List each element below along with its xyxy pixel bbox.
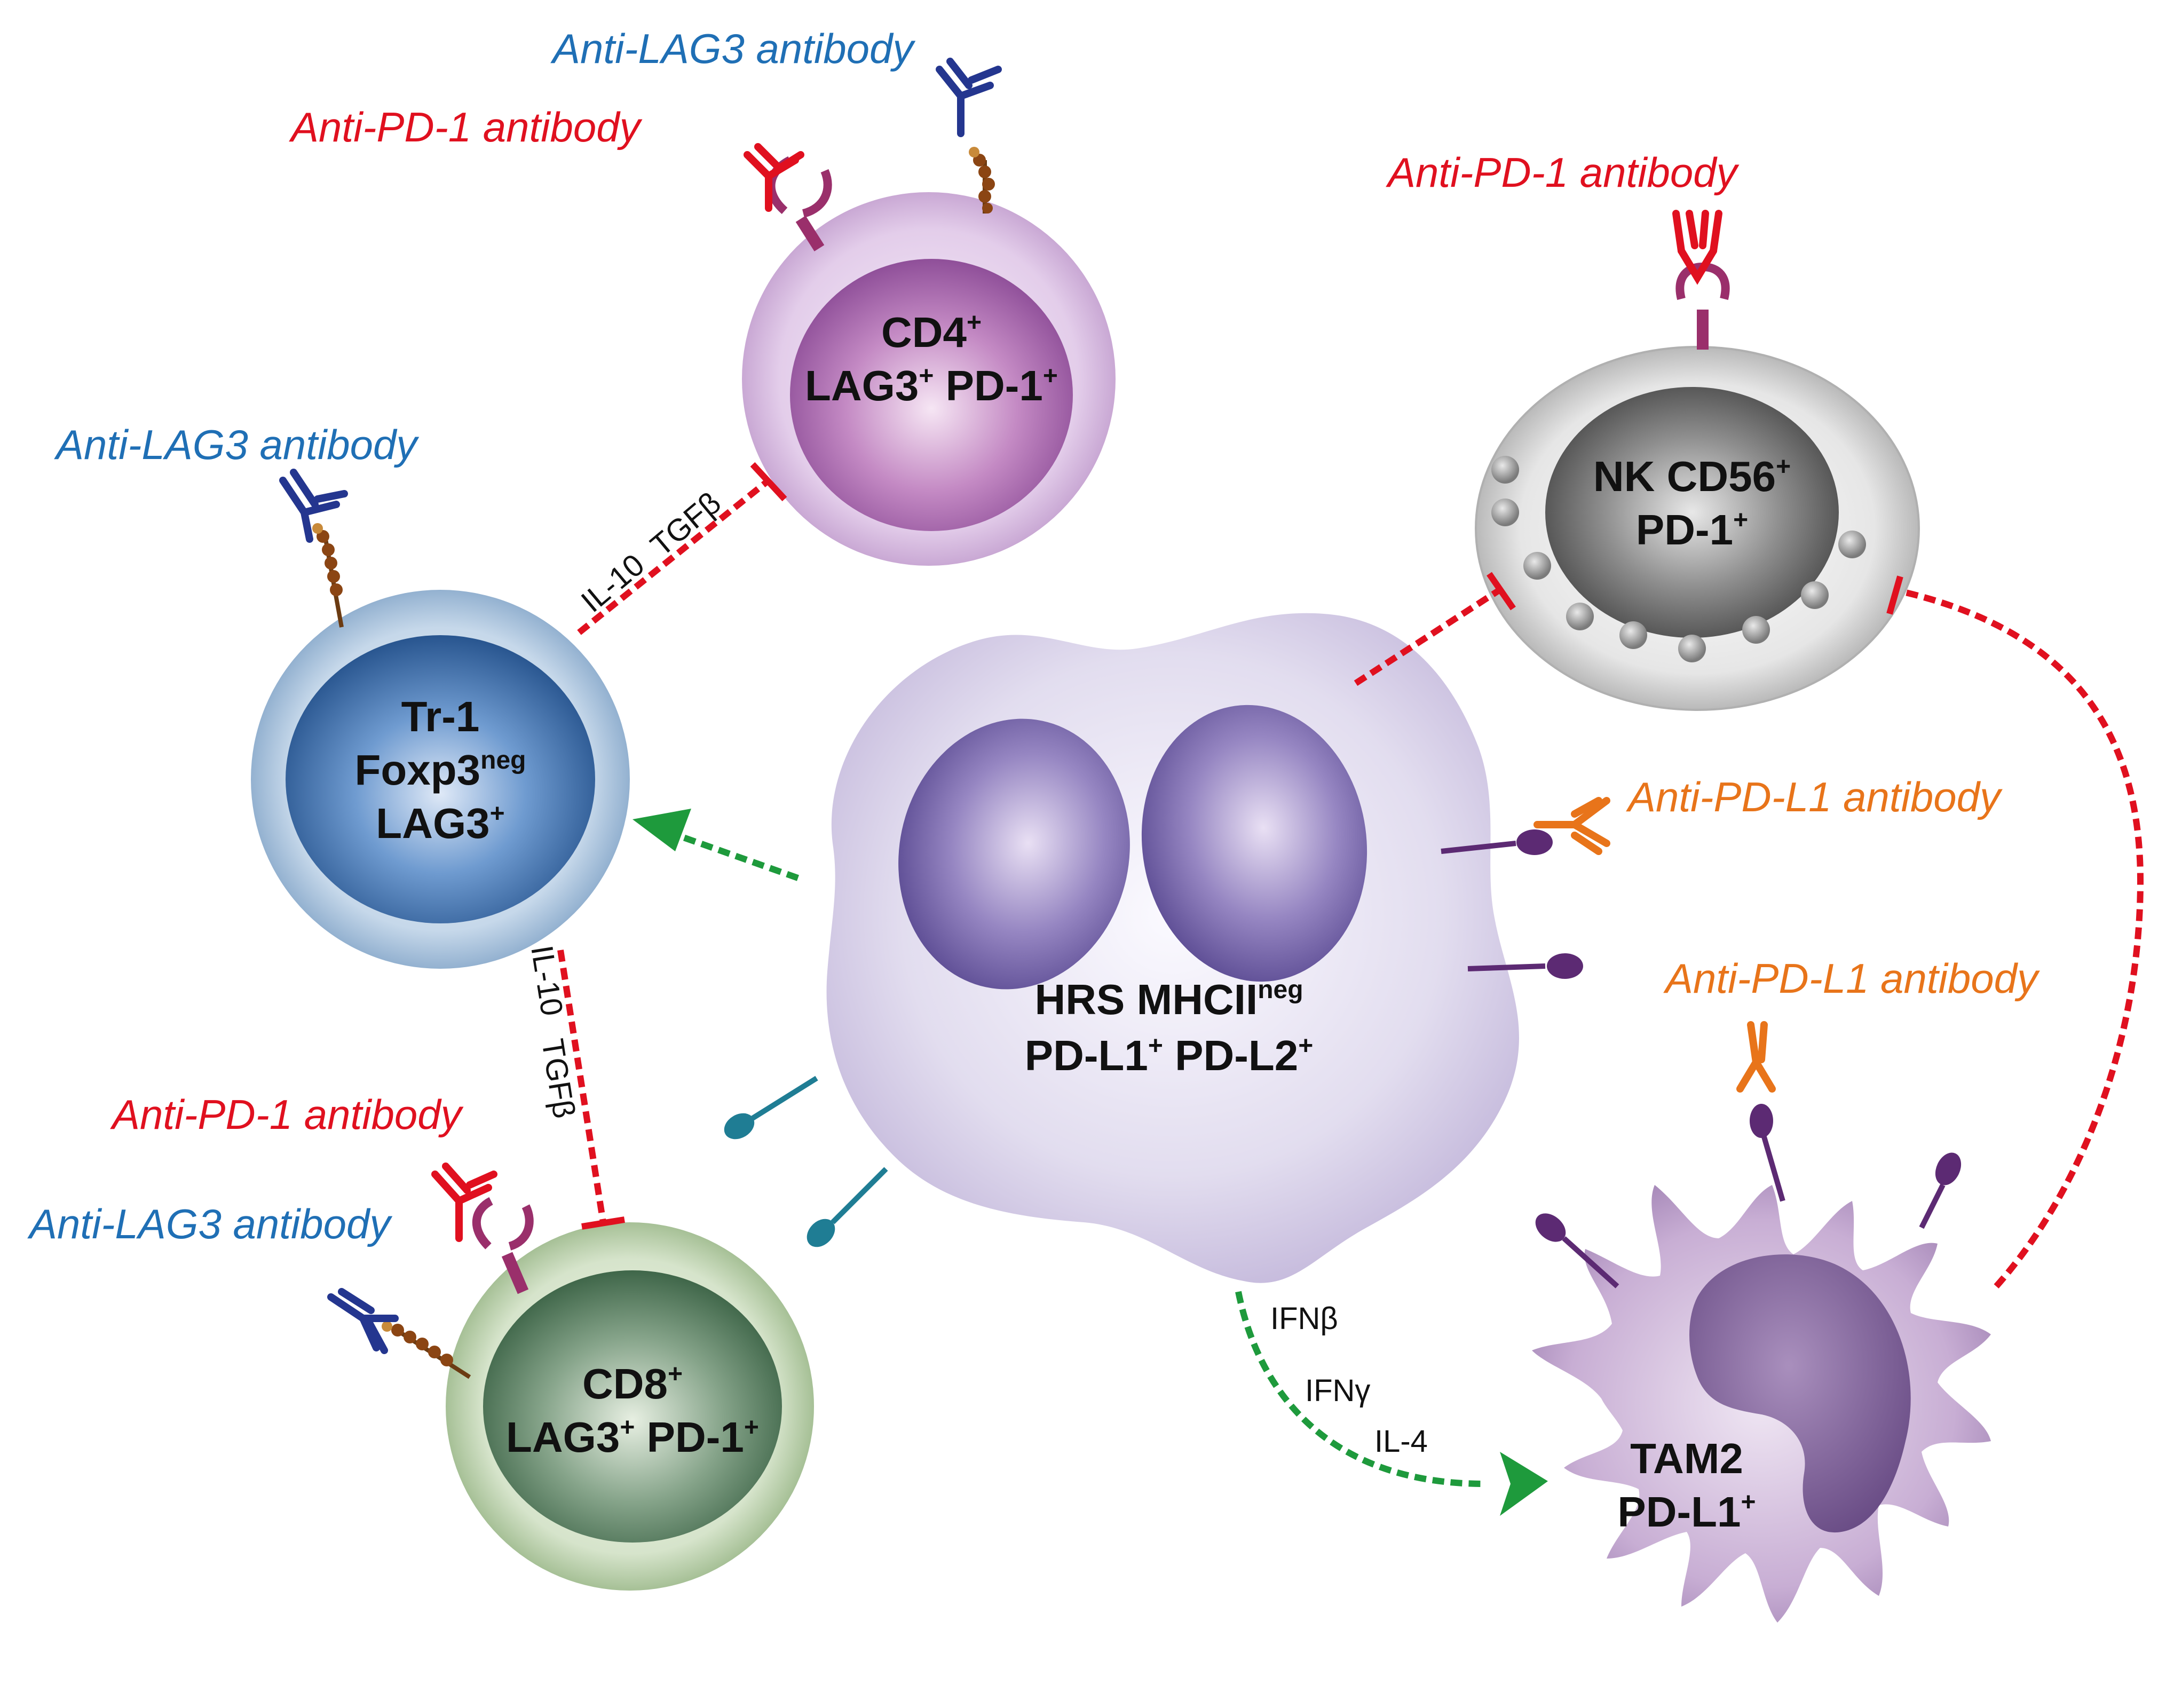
tam2-cell: TAM2 PD-L1+ — [1532, 1185, 1991, 1623]
tam2-anti-pdl1-antibody-icon — [1736, 1021, 1776, 1093]
hrs-pdl1-ligand-lower — [1467, 953, 1583, 979]
nk-anti-pd1-antibody-icon — [1672, 210, 1722, 285]
tr1-label-line2: Foxp3neg — [355, 746, 526, 794]
ifng-label: IFNγ — [1305, 1373, 1370, 1408]
tam2-nucleus — [1689, 1254, 1911, 1533]
tam2-pdl1-ligand-right — [1919, 1152, 1962, 1229]
cd8-anti-lag3-antibody-label: Anti-LAG3 antibody — [27, 1200, 392, 1247]
cd8-label-line2: LAG3+ PD-1+ — [506, 1413, 759, 1461]
cd8-anti-pd1-antibody-label: Anti-PD-1 antibody — [110, 1091, 464, 1138]
hrs-anti-pdl1-antibody-label: Anti-PD-L1 antibody — [1626, 773, 2003, 820]
tr1-cell: Tr-1 Foxp3neg LAG3+ — [251, 590, 630, 969]
hrs-nucleus-left — [898, 718, 1130, 990]
hrs-pdl1-ligand-upper — [1441, 829, 1553, 855]
nk-pd1-receptor — [1675, 262, 1730, 350]
cd8-cell: CD8+ LAG3+ PD-1+ — [446, 1222, 814, 1591]
cd4-anti-pd1-antibody-icon — [744, 143, 804, 212]
hrs-to-tam2-arrow — [1235, 1291, 1548, 1516]
nk-label-line2: PD-1+ — [1636, 506, 1748, 553]
cd4-anti-pd1-antibody-label: Anti-PD-1 antibody — [289, 104, 643, 151]
cd8-lag3-receptor — [382, 1321, 471, 1379]
il4-label: IL-4 — [1374, 1424, 1428, 1459]
tam2-label-line2: PD-L1+ — [1617, 1488, 1756, 1536]
tam2-anti-pdl1-antibody-label: Anti-PD-L1 antibody — [1663, 955, 2040, 1002]
ifnb-label: IFNβ — [1270, 1301, 1338, 1336]
cd4-label-line2: LAG3+ PD-1+ — [805, 362, 1058, 409]
cd8-pd1-receptor — [472, 1197, 534, 1294]
nk-cell: NK CD56+ PD-1+ — [1475, 346, 1920, 711]
tr1-label-line1: Tr-1 — [401, 693, 480, 740]
hrs-to-tr1-arrow — [633, 809, 800, 881]
cd4-label-line1: CD4+ — [881, 309, 982, 356]
hrs-nucleus-right — [1141, 705, 1367, 982]
cd8-anti-lag3-antibody-icon — [327, 1288, 399, 1354]
tam2-pdl1-ligand-left — [1535, 1213, 1619, 1288]
hrs-to-nk-inhibition — [1354, 572, 1516, 686]
cd8-label-line1: CD8+ — [582, 1360, 683, 1407]
tr1-to-cd8-inhibition — [557, 950, 625, 1230]
cd4-anti-lag3-antibody-label: Anti-LAG3 antibody — [550, 25, 915, 72]
hrs-mhc-ligand-upper — [724, 1076, 818, 1140]
nk-granules — [1491, 456, 1866, 662]
cd4-lag3-receptor — [969, 147, 995, 213]
hrs-cell: HRS MHCIIneg PD-L1+ PD-L2+ — [724, 613, 1583, 1283]
hrs-anti-pdl1-antibody-icon — [1533, 797, 1610, 855]
tr1-to-cd4-inhibition — [577, 462, 787, 635]
tr1-anti-lag3-antibody-label: Anti-LAG3 antibody — [54, 421, 419, 468]
tam2-label-line1: TAM2 — [1630, 1435, 1743, 1482]
hrs-label-line2: PD-L1+ PD-L2+ — [1025, 1032, 1314, 1079]
tr1-anti-lag3-antibody-icon — [279, 469, 348, 543]
tam2-pdl1-ligand-top — [1750, 1104, 1785, 1202]
hrs-mhc-ligand-lower — [807, 1167, 888, 1247]
cd4-anti-lag3-antibody-icon — [936, 58, 1002, 137]
tr1-lag3-receptor — [312, 523, 344, 628]
tr1-label-line3: LAG3+ — [376, 800, 504, 847]
tam2-to-nk-inhibition — [1886, 575, 2144, 1288]
hrs-label-line1: HRS MHCIIneg — [1034, 976, 1303, 1023]
nk-label-line1: NK CD56+ — [1593, 453, 1791, 500]
nk-anti-pd1-antibody-label: Anti-PD-1 antibody — [1386, 149, 1740, 196]
cd8-anti-pd1-antibody-icon — [431, 1163, 497, 1242]
cd4-cell: CD4+ LAG3+ PD-1+ — [742, 192, 1116, 566]
